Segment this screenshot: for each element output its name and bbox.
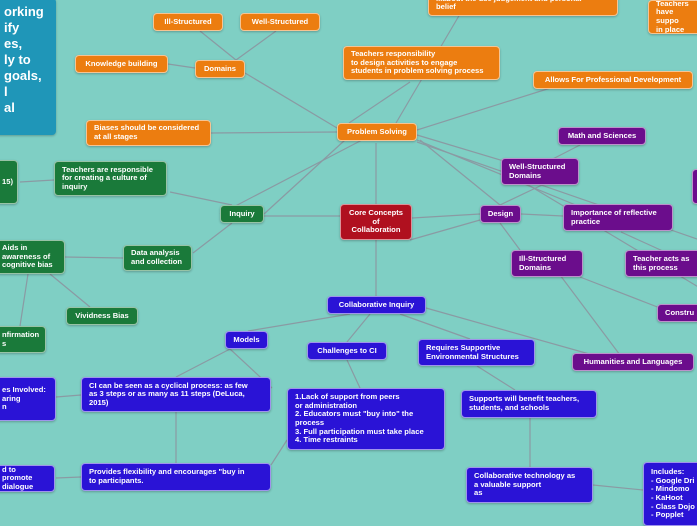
connector-line	[346, 313, 371, 343]
connector-line	[19, 273, 29, 327]
vividness-bias-node[interactable]: Vividness Bias	[66, 307, 138, 325]
connector-line	[244, 72, 338, 129]
edge-purple-node[interactable]	[692, 169, 697, 204]
collaborative-technology-node[interactable]: Collaborative technology as a valuable s…	[466, 467, 593, 503]
connector-line	[247, 313, 351, 332]
connector-line	[499, 184, 543, 206]
design-node[interactable]: Design	[480, 205, 521, 223]
connector-line	[476, 365, 516, 391]
challenges-list-node[interactable]: 1.Lack of support from peers or administ…	[287, 388, 445, 450]
connector-line	[64, 256, 124, 259]
problem-solving-node[interactable]: Problem Solving	[337, 123, 417, 141]
environmental-structures-node[interactable]: Requires Supportive Environmental Struct…	[418, 339, 535, 366]
culture-of-inquiry-node[interactable]: Teachers are responsible for creating a …	[54, 161, 167, 196]
intro-panel[interactable]: orking ify es, ly to goals, l al	[0, 0, 56, 135]
data-analysis-node[interactable]: Data analysis and collection	[123, 245, 192, 271]
connector-line	[620, 231, 666, 253]
stages-involved-node[interactable]: es Involved: aring n	[0, 377, 56, 421]
ill-structured-top-node[interactable]: Ill-Structured	[153, 13, 223, 31]
connector-line	[192, 222, 233, 254]
collaborative-inquiry-node[interactable]: Collaborative Inquiry	[327, 296, 426, 314]
connector-line	[270, 439, 288, 466]
flexibility-node[interactable]: Provides flexibility and encourages "buy…	[81, 463, 271, 491]
connector-line	[416, 84, 561, 131]
connector-line	[499, 222, 521, 251]
inquiry-node[interactable]: Inquiry	[220, 205, 264, 223]
connector-line	[399, 313, 471, 340]
confirmation-bias-node[interactable]: nfirmation s	[0, 326, 46, 353]
connector-line	[263, 139, 346, 215]
connector-line	[235, 30, 277, 61]
connector-line	[19, 179, 55, 183]
models-node[interactable]: Models	[225, 331, 268, 349]
ill-structured-domains-node[interactable]: Ill-Structured Domains	[511, 250, 583, 277]
math-sciences-node[interactable]: Math and Sciences	[558, 127, 646, 145]
core-concepts-node[interactable]: Core Concepts of Collaboration	[340, 204, 412, 240]
domains-top-node[interactable]: Domains	[195, 60, 245, 78]
teacher-acts-node[interactable]: Teacher acts as this process	[625, 250, 697, 277]
connector-line	[411, 213, 481, 219]
connector-line	[425, 307, 601, 358]
promote-dialogue-node[interactable]: d to promote dialogue	[0, 465, 55, 492]
professional-development-node[interactable]: Allows For Professional Development	[533, 71, 693, 89]
well-structured-top-node[interactable]: Well-Structured	[240, 13, 320, 31]
connector-line	[348, 81, 411, 124]
knowledge-building-node[interactable]: Knowledge building	[75, 55, 168, 73]
cyclical-process-node[interactable]: CI can be seen as a cyclical process: as…	[81, 377, 271, 412]
connector-line	[175, 348, 231, 378]
connector-line	[199, 30, 237, 61]
supports-benefit-node[interactable]: Supports will benefit teachers, students…	[461, 390, 597, 418]
teachers-support-node[interactable]: Teachers have suppo in place	[648, 0, 697, 34]
includes-node[interactable]: Includes: - Google Dri - Mindomo - KaHoo…	[643, 462, 697, 526]
connector-line	[520, 213, 564, 217]
well-structured-domains-node[interactable]: Well-Structured Domains	[501, 158, 579, 185]
connector-line	[579, 276, 661, 309]
connector-line	[55, 394, 82, 398]
biases-node[interactable]: Biases should be considered at all stage…	[86, 120, 211, 146]
reflective-practice-node[interactable]: Importance of reflective practice	[563, 204, 673, 231]
connector-line	[346, 359, 361, 389]
connector-line	[219, 139, 363, 215]
left-citation-node[interactable]: 15)	[0, 160, 18, 204]
connector-line	[49, 273, 91, 308]
connector-line	[55, 476, 82, 479]
connector-line	[210, 131, 338, 134]
connector-line	[592, 484, 644, 491]
challenges-to-ci-node[interactable]: Challenges to CI	[307, 342, 387, 360]
connector-line	[419, 139, 501, 206]
teachers-responsibility-node[interactable]: Teachers responsibility to design activi…	[343, 46, 500, 80]
aids-in-node[interactable]: Aids in awareness of cognitive bias	[0, 240, 65, 274]
humanities-languages-node[interactable]: Humanities and Languages	[572, 353, 694, 371]
connector-line	[409, 219, 481, 241]
judgement-belief-node[interactable]: ...about the use judgement and personal …	[428, 0, 618, 16]
connector-line	[559, 274, 621, 356]
connector-line	[167, 63, 196, 69]
connector-line	[169, 191, 233, 206]
construct-node[interactable]: Constru	[657, 304, 697, 322]
